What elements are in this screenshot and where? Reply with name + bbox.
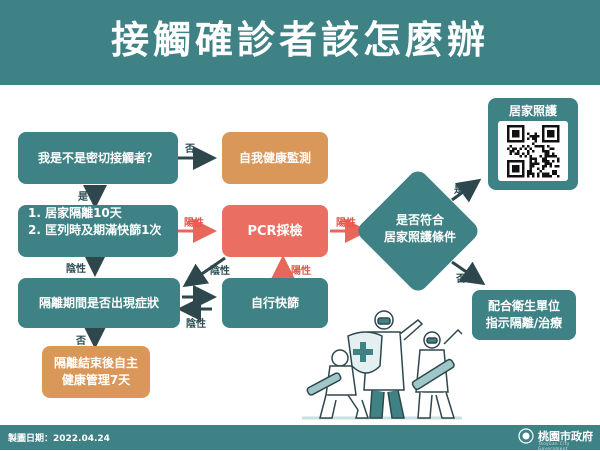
self-monitor-box: 自我健康監測	[222, 132, 328, 184]
home-isolation-line1: 1. 居家隔離10天	[28, 206, 122, 220]
end-isolation-line1: 隔離結束後自主	[53, 356, 138, 370]
end-isolation-line2: 健康管理7天	[61, 373, 131, 387]
footer-org-name: 桃園市政府	[538, 430, 593, 443]
follow-health-units-line1: 配合衛生單位	[487, 299, 560, 313]
follow-health-units-line2: 指示隔離/治療	[485, 316, 563, 330]
label-positive-rapid: 陽性	[291, 266, 311, 277]
arrow-no-to-health-units	[451, 260, 486, 286]
rapid-test-box: 自行快篩	[222, 278, 328, 328]
home-care-decision-line2: 居家照護條件	[383, 230, 456, 244]
medical-workers-illustration	[302, 310, 463, 420]
symptoms-question-text: 隔離期間是否出現症狀	[38, 295, 159, 310]
rapid-test-text: 自行快篩	[250, 295, 299, 310]
label-no-health-units: 否	[456, 274, 466, 285]
follow-health-units-box: 配合衛生單位 指示隔離/治療	[472, 290, 576, 340]
home-care-decision-line1: 是否符合	[395, 213, 444, 227]
qr-code-graphic	[507, 125, 560, 178]
pcr-test-box: PCR採檢	[222, 205, 328, 257]
label-positive-isolation-pcr: 陽性	[184, 218, 204, 229]
label-negative-isolation: 陰性	[66, 264, 86, 275]
label-no-self-monitor: 否	[185, 144, 195, 155]
symptoms-question-box: 隔離期間是否出現症狀	[18, 278, 180, 328]
label-no-end-isolation: 否	[76, 336, 86, 347]
city-seal-icon	[518, 428, 534, 444]
home-isolation-line2: 2. 匡列時及期滿快篩1次	[28, 223, 162, 237]
qr-code-icon[interactable]	[498, 121, 568, 181]
close-contact-question-text: 我是不是密切接觸者？	[37, 150, 158, 165]
page-title: 接觸確診者該怎麼辦	[110, 18, 489, 62]
label-yes-isolation: 是	[78, 192, 88, 203]
header-banner	[0, 0, 600, 85]
label-positive-pcr-homecare: 陽性	[336, 218, 356, 229]
end-isolation-box: 隔離結束後自主 健康管理7天	[42, 346, 150, 398]
pcr-test-text: PCR採檢	[247, 223, 303, 239]
self-monitor-text: 自我健康監測	[238, 150, 311, 165]
label-negative-pcr: 陰性	[210, 266, 230, 277]
footer-org-name-en: Taoyuan City Government	[538, 441, 570, 451]
footer-bar	[0, 425, 600, 450]
label-negative-symptoms: 陰性	[186, 319, 206, 330]
label-yes-homecare: 是	[454, 185, 464, 196]
home-care-title: 居家照護	[508, 104, 557, 118]
close-contact-question-box: 我是不是密切接觸者？	[18, 132, 178, 184]
home-care-decision-text: 是否符合 居家照護條件	[372, 212, 468, 246]
arrow-yes-to-homecare	[451, 178, 482, 203]
arrow-pcr-to-symptoms	[182, 256, 226, 288]
home-isolation-box: 1. 居家隔離10天 2. 匡列時及期滿快篩1次	[18, 205, 178, 257]
footer-date: 製圖日期：2022.04.24	[8, 434, 110, 444]
